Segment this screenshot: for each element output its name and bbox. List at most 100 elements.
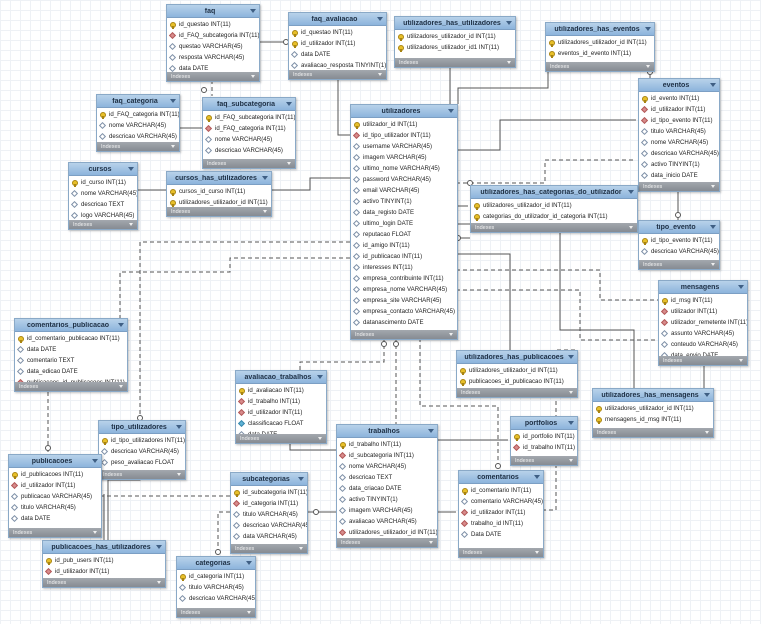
column-row[interactable]: nome VARCHAR(45) [337, 461, 437, 472]
column-row[interactable]: id_trabalho INT(11) [236, 396, 326, 407]
column-row[interactable]: assunto VARCHAR(45) [659, 328, 747, 339]
indexes-footer[interactable]: Indexes [167, 72, 259, 81]
collapse-arrow-icon[interactable] [534, 475, 540, 479]
collapse-arrow-icon[interactable] [118, 323, 124, 327]
column-row[interactable]: utilizadores_utilizador_id INT(11) [593, 403, 713, 414]
column-row[interactable]: descricao VARCHAR(45) [231, 520, 307, 531]
column-row[interactable]: data_criacao DATE [337, 483, 437, 494]
column-row[interactable]: id_FAQ_categoria INT(11) [203, 123, 295, 134]
collapse-arrow-icon[interactable] [176, 425, 182, 429]
collapse-arrow-icon[interactable] [506, 21, 512, 25]
column-row[interactable]: id_amigo INT(11) [351, 240, 457, 251]
column-row[interactable]: publicacoes_id_publicacao INT(11) [457, 376, 577, 387]
column-row[interactable]: id_categoria INT(11) [231, 498, 307, 509]
table-header[interactable]: faq_subcategoria [203, 98, 295, 111]
column-row[interactable]: conteudo VARCHAR(45) [659, 339, 747, 350]
expand-arrow-icon[interactable] [119, 385, 123, 388]
expand-arrow-icon[interactable] [171, 145, 175, 148]
column-row[interactable]: id_tipo_evento INT(11) [639, 235, 719, 246]
column-row[interactable]: trabalho_id INT(11) [459, 518, 543, 529]
indexes-footer[interactable]: Indexes [511, 456, 577, 465]
column-row[interactable]: ultimo_login DATE [351, 218, 457, 229]
indexes-footer[interactable]: Indexes [546, 62, 654, 71]
column-row[interactable]: descricao VARCHAR(45) [639, 148, 719, 159]
column-row[interactable]: descricao TEXT [337, 472, 437, 483]
column-row[interactable]: utilizadores_utilizador_id INT(11) [457, 365, 577, 376]
collapse-arrow-icon[interactable] [298, 477, 304, 481]
collapse-arrow-icon[interactable] [428, 429, 434, 433]
column-row[interactable]: resposta VARCHAR(45) [167, 52, 259, 63]
indexes-footer[interactable]: Indexes [639, 260, 719, 269]
collapse-arrow-icon[interactable] [156, 545, 162, 549]
table-header[interactable]: trabalhos [337, 425, 437, 438]
collapse-arrow-icon[interactable] [262, 176, 268, 180]
indexes-footer[interactable]: Indexes [177, 608, 255, 617]
expand-arrow-icon[interactable] [129, 223, 133, 226]
table-header[interactable]: comentarios_publicacao [15, 319, 127, 332]
indexes-footer[interactable]: Indexes [236, 434, 326, 443]
column-row[interactable]: utilizadores_utilizador_id INT(11) [471, 200, 637, 211]
collapse-arrow-icon[interactable] [628, 190, 634, 194]
expand-arrow-icon[interactable] [711, 263, 715, 266]
collapse-arrow-icon[interactable] [448, 109, 454, 113]
column-row[interactable]: id_categoria INT(11) [177, 571, 255, 582]
collapse-arrow-icon[interactable] [92, 459, 98, 463]
table-header[interactable]: faq [167, 5, 259, 18]
column-row[interactable]: id_tipo_utilizadores INT(11) [99, 435, 185, 446]
column-row[interactable]: interesses INT(11) [351, 262, 457, 273]
indexes-footer[interactable]: Indexes [659, 356, 747, 365]
column-row[interactable]: empresa_nome VARCHAR(45) [351, 284, 457, 295]
table-header[interactable]: utilizadores_has_mensagens [593, 389, 713, 402]
column-row[interactable]: imagem VARCHAR(45) [351, 152, 457, 163]
expand-arrow-icon[interactable] [247, 611, 251, 614]
column-row[interactable]: data_inicio DATE [639, 170, 719, 181]
expand-arrow-icon[interactable] [569, 391, 573, 394]
indexes-footer[interactable]: Indexes [43, 578, 165, 587]
column-row[interactable]: id_questao INT(11) [289, 27, 386, 38]
column-row[interactable]: id_tipo_utilizador INT(11) [351, 130, 457, 141]
column-row[interactable]: descricao VARCHAR(45) [203, 145, 295, 156]
expand-arrow-icon[interactable] [569, 459, 573, 462]
collapse-arrow-icon[interactable] [645, 27, 651, 31]
column-row[interactable]: nome VARCHAR(45) [97, 120, 179, 131]
table-header[interactable]: avaliacao_trabalhos [236, 371, 326, 384]
collapse-arrow-icon[interactable] [568, 355, 574, 359]
column-row[interactable]: descricao VARCHAR(45) [639, 246, 719, 257]
column-row[interactable]: id_comentario_publicacao INT(11) [15, 333, 127, 344]
column-row[interactable]: Data DATE [459, 529, 543, 540]
expand-arrow-icon[interactable] [287, 162, 291, 165]
column-row[interactable]: id_msg INT(11) [659, 295, 747, 306]
column-row[interactable]: data_edicao DATE [15, 366, 127, 377]
column-row[interactable]: id_pub_users INT(11) [43, 555, 165, 566]
indexes-footer[interactable]: Indexes [395, 58, 515, 67]
column-row[interactable]: titulo VARCHAR(45) [9, 502, 101, 513]
collapse-arrow-icon[interactable] [170, 99, 176, 103]
column-row[interactable]: data DATE [289, 49, 386, 60]
collapse-arrow-icon[interactable] [710, 83, 716, 87]
column-row[interactable]: activo TINYINT(1) [337, 494, 437, 505]
column-row[interactable]: ultimo_nome VARCHAR(45) [351, 163, 457, 174]
collapse-arrow-icon[interactable] [568, 421, 574, 425]
column-row[interactable]: peso_avaliacao FLOAT [99, 457, 185, 468]
column-row[interactable]: utilizador_remetente INT(11) [659, 317, 747, 328]
column-row[interactable]: activo TINYINT(1) [639, 159, 719, 170]
column-row[interactable]: nome VARCHAR(45) [639, 137, 719, 148]
expand-arrow-icon[interactable] [711, 185, 715, 188]
expand-arrow-icon[interactable] [378, 73, 382, 76]
indexes-footer[interactable]: Indexes [99, 470, 185, 479]
column-row[interactable]: logo VARCHAR(45) [69, 210, 137, 220]
column-row[interactable]: id_subcategoria INT(11) [231, 487, 307, 498]
column-row[interactable]: id_utilizador INT(11) [9, 480, 101, 491]
column-row[interactable]: avaliacao_resposta TINYINT(1) [289, 60, 386, 70]
